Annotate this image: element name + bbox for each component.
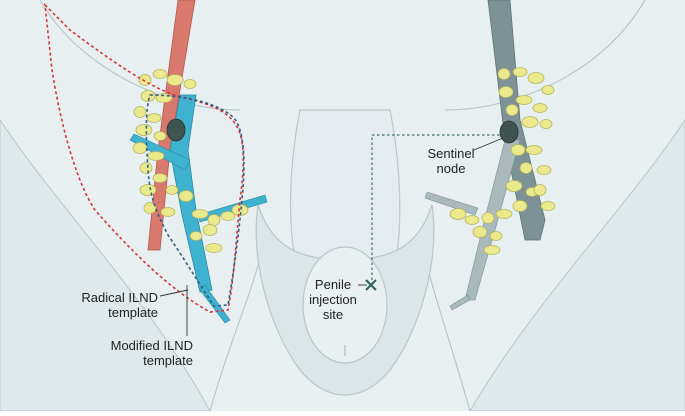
lymph-node	[146, 113, 162, 123]
lymph-node	[497, 68, 511, 80]
x-mark-icon	[365, 279, 377, 291]
penile-label-line2: injection	[309, 292, 357, 307]
sentinel-label-line1: Sentinel	[427, 146, 475, 161]
lymph-node	[220, 211, 236, 221]
lymph-node	[178, 190, 194, 202]
glans	[302, 246, 388, 364]
lymph-node	[510, 144, 526, 156]
right-inguinal-fold	[444, 0, 646, 111]
lymph-node	[449, 208, 467, 220]
lymph-node	[533, 184, 547, 196]
lymph-node	[472, 226, 488, 238]
lymph-node	[505, 104, 519, 116]
right-vessel-lower	[449, 294, 471, 311]
left-inguinal-fold	[39, 0, 241, 111]
right-vessel-side	[424, 191, 479, 216]
lymph-node	[512, 200, 528, 212]
sentinel-node	[499, 120, 519, 144]
lymph-node	[540, 201, 556, 211]
lymph-node	[525, 145, 543, 155]
lymph-node	[135, 124, 153, 136]
lymph-node	[152, 173, 168, 183]
lymph-node	[191, 209, 209, 219]
lymph-node	[143, 202, 157, 214]
lymph-node	[539, 119, 553, 129]
modified-ilnd-label: Modified ILND template	[95, 338, 193, 368]
lymph-node	[532, 103, 548, 113]
lymph-node	[166, 74, 184, 86]
lymph-node	[498, 86, 514, 98]
radical-leader	[159, 289, 189, 297]
right-lymph-nodes	[449, 67, 556, 255]
lymph-node	[489, 231, 503, 241]
lymph-node	[153, 131, 167, 141]
modified-label-line2: template	[143, 353, 193, 368]
lymph-node	[481, 212, 495, 224]
sentinel-leader	[473, 137, 504, 151]
left-sentinel-node	[166, 118, 186, 142]
modified-label-line1: Modified ILND	[110, 338, 193, 353]
lymph-node	[160, 207, 176, 217]
lymph-node	[515, 95, 533, 105]
penile-label-line3: site	[322, 307, 344, 322]
lymph-node	[140, 90, 156, 102]
radical-ilnd-outline	[43, 2, 245, 313]
left-thigh	[0, 119, 211, 412]
radical-ilnd-label: Radical ILND template	[68, 290, 158, 320]
radical-label-line1: Radical ILND	[81, 290, 158, 305]
lymph-node	[207, 214, 221, 226]
lymph-node	[165, 185, 179, 195]
lymph-node	[147, 151, 165, 161]
injection-lymph-path	[371, 134, 500, 285]
lymph-node	[541, 85, 555, 95]
lymph-node	[202, 224, 218, 236]
lymph-node	[152, 69, 168, 79]
lymph-node	[521, 116, 539, 128]
lymph-node	[495, 209, 513, 219]
penile-injection-label: Penile injection site	[300, 277, 366, 322]
lymph-node	[139, 162, 153, 174]
lymph-node	[183, 79, 197, 89]
lymph-node	[205, 243, 223, 253]
lymph-node	[527, 72, 545, 84]
penile-label-line1: Penile	[314, 277, 352, 292]
lymph-node	[519, 162, 533, 174]
lymph-node	[133, 106, 147, 118]
lymph-node	[189, 231, 203, 241]
lymph-node	[505, 180, 523, 192]
lymph-node	[139, 184, 157, 196]
right-thigh	[469, 119, 685, 412]
lymph-node	[483, 245, 501, 255]
lymph-node	[536, 165, 552, 175]
lymph-node	[132, 142, 148, 154]
sentinel-node-label: Sentinel node	[420, 146, 482, 176]
lymph-node	[512, 67, 528, 77]
radical-label-line2: template	[108, 305, 158, 320]
sentinel-label-line2: node	[436, 161, 466, 176]
lymph-node	[464, 215, 480, 225]
